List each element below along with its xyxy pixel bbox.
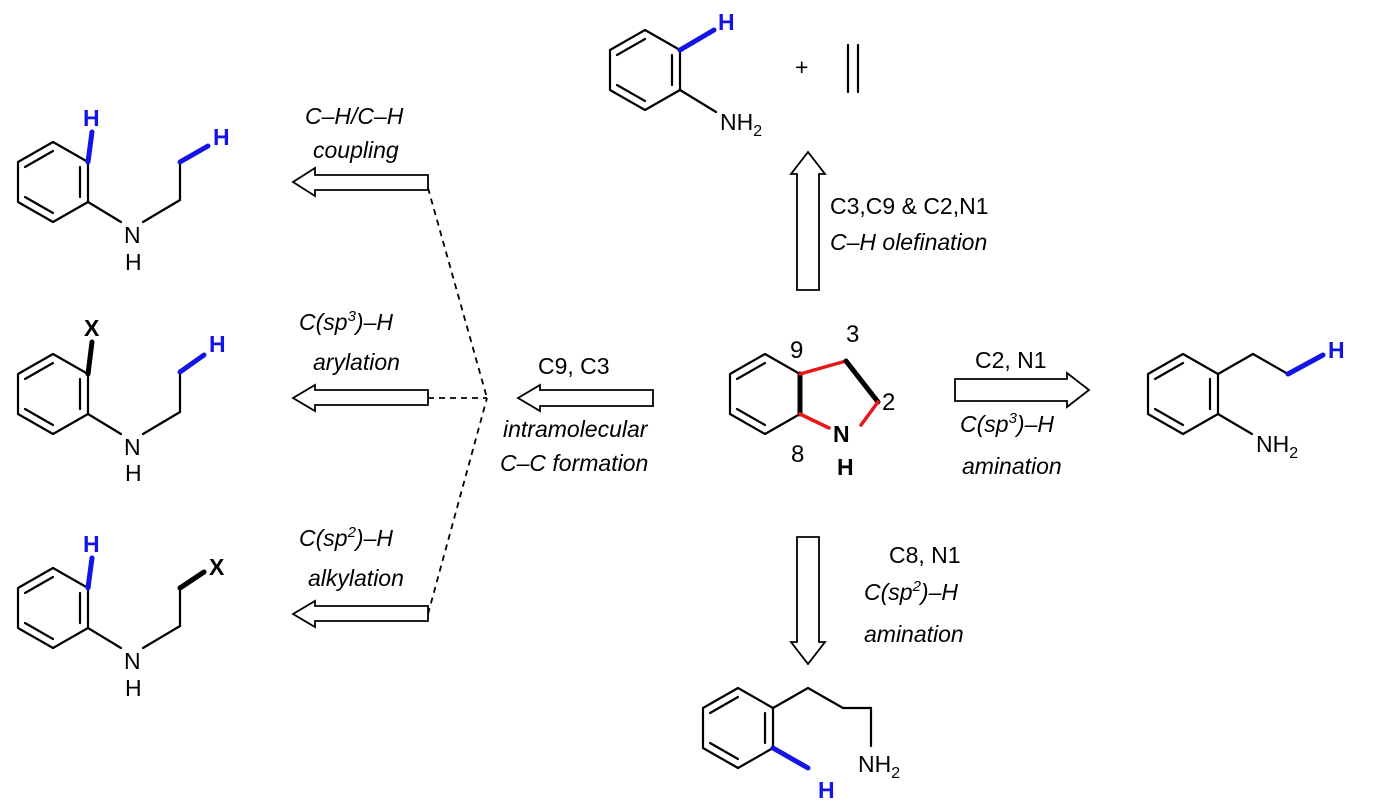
route-sp2-amination: C8, N1 C(sp2)–H amination NH2 H [701,536,964,803]
alkylation-type: C(sp2)–H [299,524,393,551]
arrow-left-arylation [291,383,429,413]
route-alkylation: C(sp2)–H alkylation H N H X [16,524,429,701]
ethylaniline-nh2: NH2 [1256,431,1298,462]
phenethylamine-product: NH2 H [701,686,900,803]
arrow-left-main [516,383,654,413]
amine-n: N [124,222,141,248]
arrow-left-alkylation [291,599,429,629]
diene-precursor-3: H N H X [16,531,225,701]
aniline-product: H NH2 [608,9,762,140]
ring-highlight-h: H [83,531,100,557]
sp3-amination-type: C(sp3)–H [960,410,1054,437]
alkylation-label: alkylation [308,565,404,591]
arrow-up [789,150,827,291]
chain-halide-x: X [209,554,225,580]
olefination-label: C–H olefination [830,229,987,255]
ring-halide-x: X [84,315,100,341]
position-9-label: 9 [790,337,803,364]
amine-n: N [124,648,141,674]
sp3-amination-positions: C2, N1 [975,347,1047,373]
ring-highlight-h: H [83,105,100,131]
arrow-down [789,536,827,666]
route-olefination: C3,C9 & C2,N1 C–H olefination H NH2 + [608,9,989,291]
cc-formation-label: C–C formation [500,450,648,476]
indoline-n: N [833,421,850,447]
indoline-nh: H [837,454,854,480]
phenethylamine-nh2: NH2 [858,751,900,782]
diene-precursor-1: H N H H [16,105,230,275]
ethylaniline-product: H NH2 [1146,337,1345,462]
sp2-amination-positions: C8, N1 [889,542,961,568]
sp3-amination-label: amination [962,453,1062,479]
sp2-amination-type: C(sp2)–H [864,578,958,605]
arylation-type: C(sp3)–H [299,308,393,335]
chain-highlight-h: H [213,124,230,150]
sp2-amination-label: amination [864,621,964,647]
amine-nh: H [125,460,142,486]
route-intramolecular: C9, C3 intramolecular C–C formation [500,353,654,476]
arrow-left-coupling [291,166,429,198]
arylation-label: arylation [313,349,400,375]
position-3-label: 3 [846,321,859,348]
ethyl-highlight-h: H [1328,337,1345,363]
diene-precursor-2: X N H H [16,315,226,486]
amine-n: N [124,434,141,460]
branch-connectors [427,187,488,615]
chain-highlight-h: H [209,331,226,357]
amine-nh: H [125,675,142,701]
route-sp3-amination: C2, N1 C(sp3)–H amination H NH2 [954,337,1345,479]
ortho-highlight-h: H [818,777,835,803]
amine-nh: H [125,249,142,275]
intramolecular-label: intramolecular [503,416,649,442]
indoline-core: N H 9 3 2 8 [728,321,895,480]
aniline-nh2: NH2 [720,109,762,140]
plus-sign: + [795,54,808,80]
ethylene [846,43,860,94]
aniline-highlight-h: H [718,9,735,35]
position-2-label: 2 [882,389,895,416]
arrow-right [954,371,1091,409]
route-arylation: C(sp3)–H arylation X N H H [16,308,429,486]
ch-coupling-label: coupling [313,137,399,163]
intramolecular-positions: C9, C3 [538,353,610,379]
position-8-label: 8 [791,441,804,468]
ch-coupling-type: C–H/C–H [305,103,404,129]
route-ch-coupling: C–H/C–H coupling H N H H [16,103,429,275]
olefination-positions: C3,C9 & C2,N1 [830,193,989,219]
